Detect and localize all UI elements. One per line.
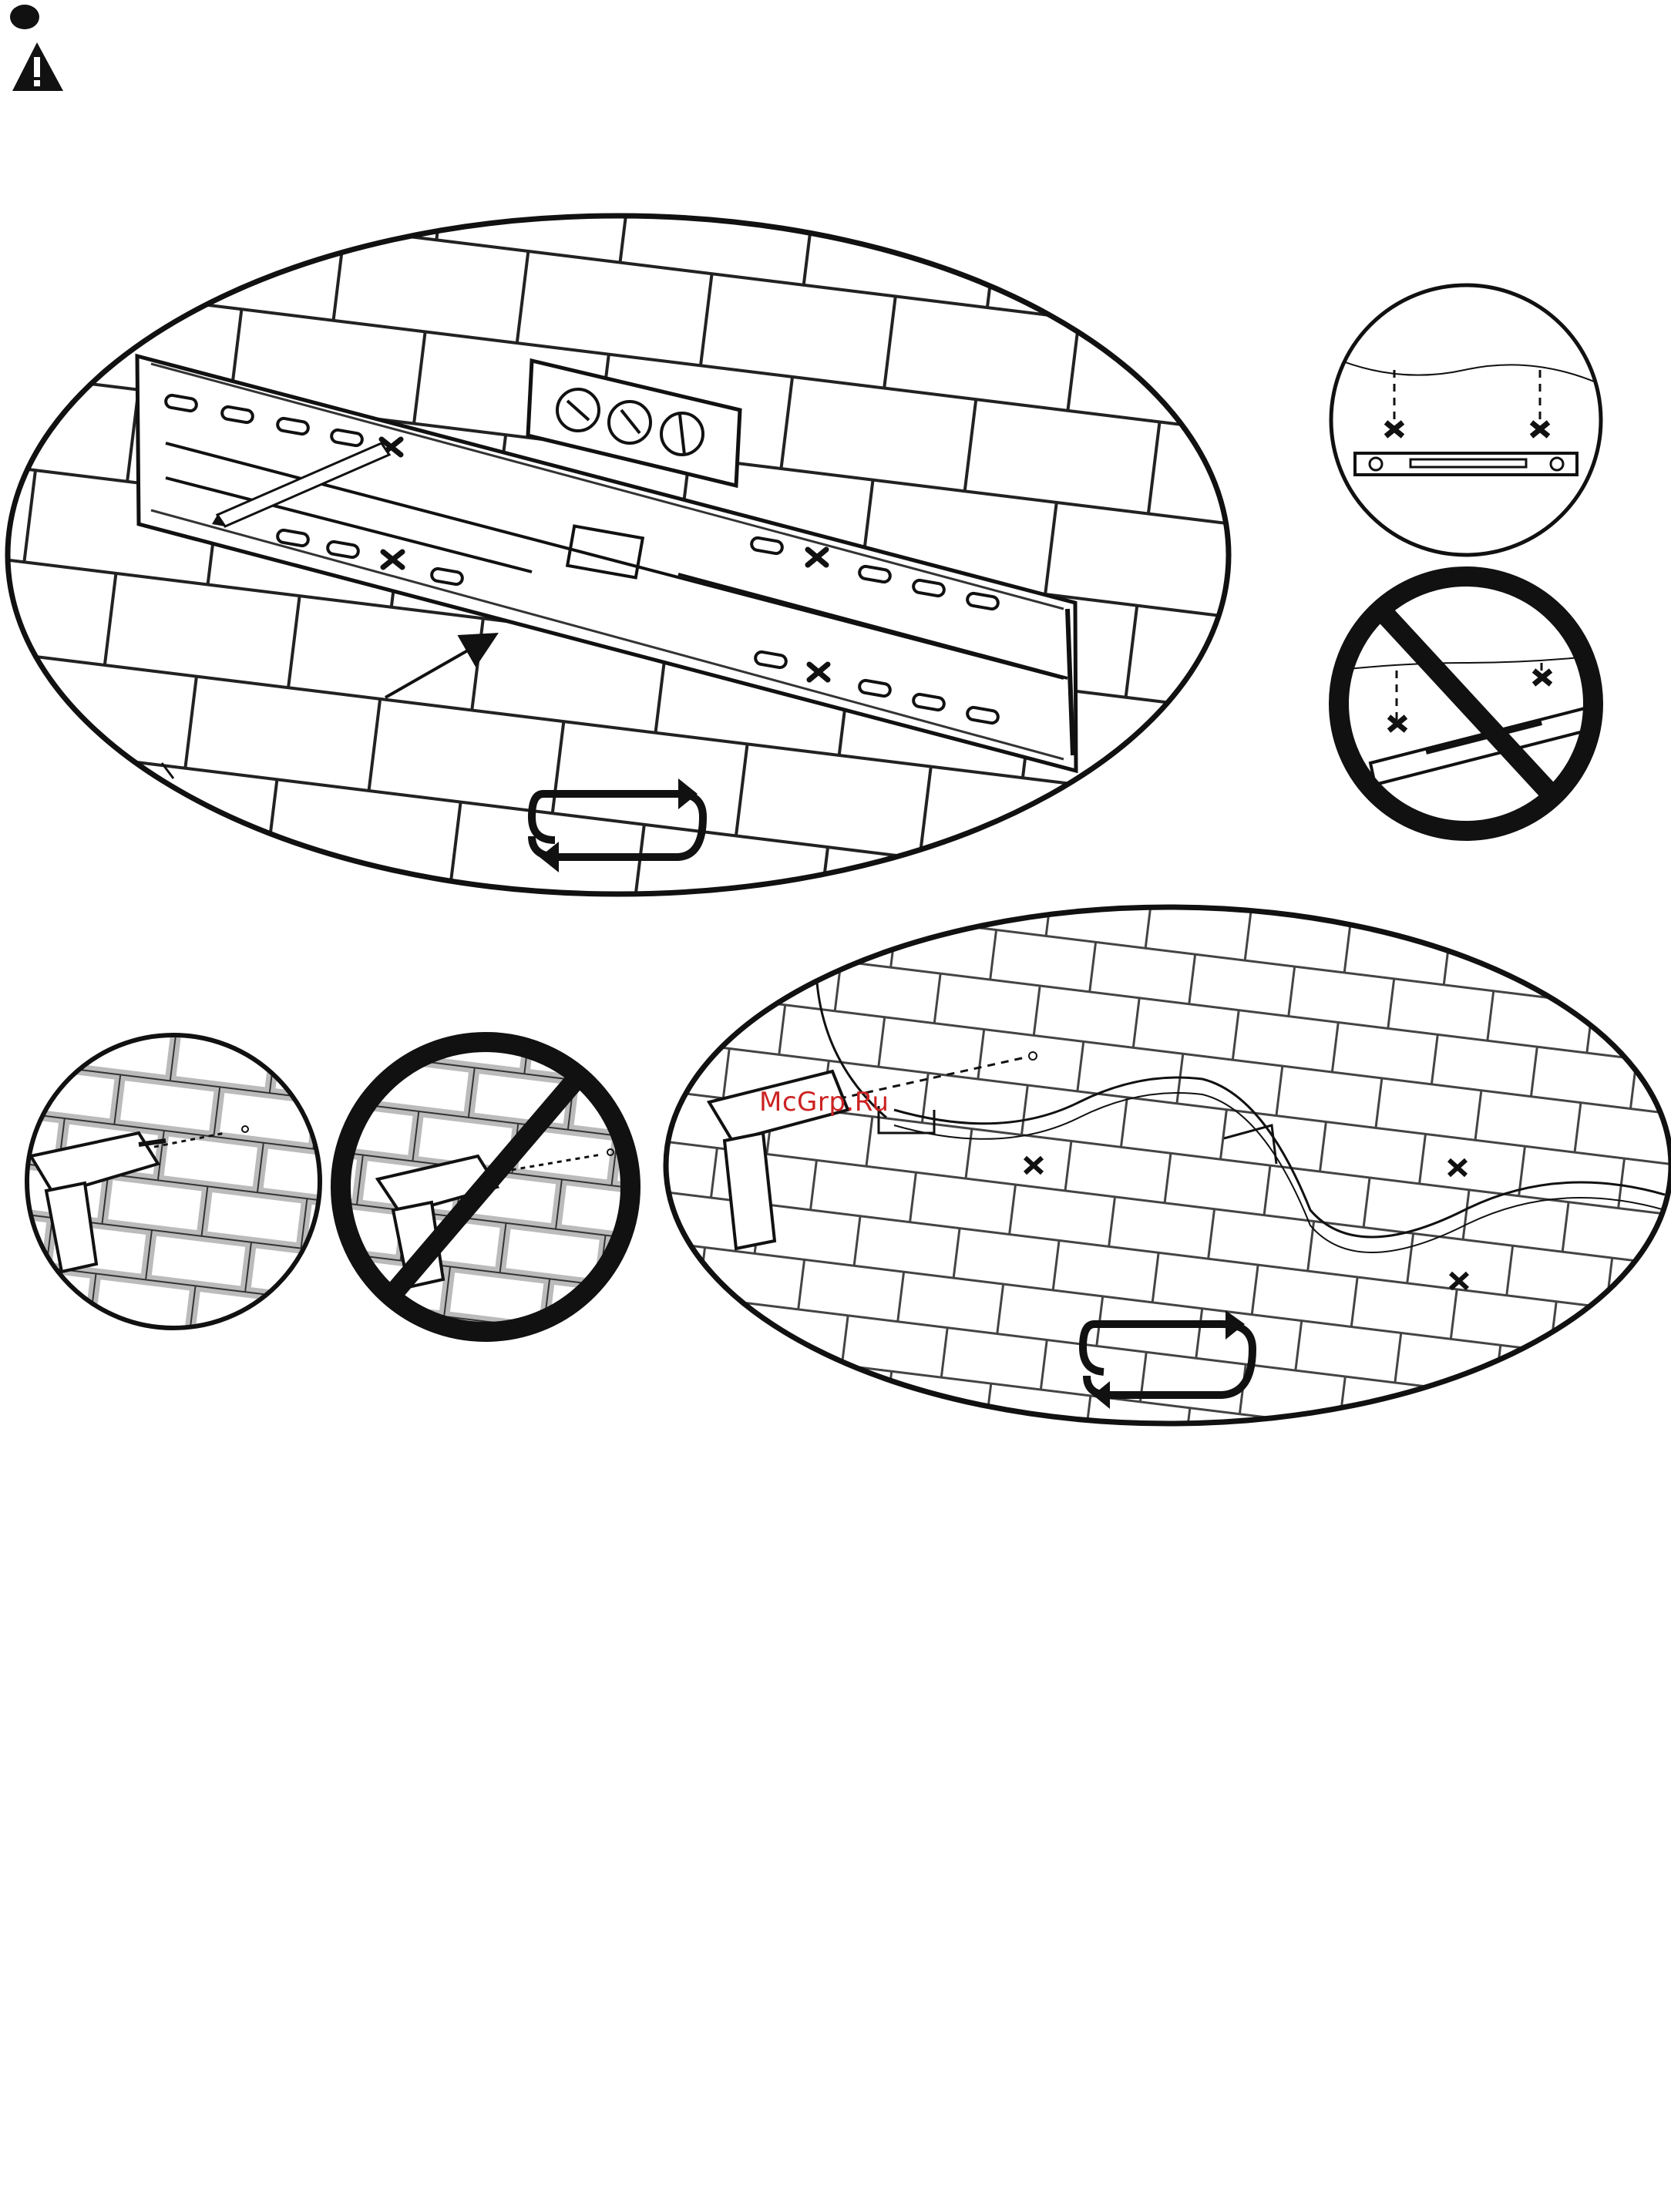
level-correct-panel — [1326, 277, 1611, 563]
level-prohibited-panel — [1333, 570, 1603, 836]
top-panel — [0, 208, 1233, 902]
watermark-text: McGrp.Ru — [759, 1087, 889, 1118]
drill-grout-prohibited-panel — [339, 1040, 632, 1333]
drill-marks-panel — [663, 906, 1671, 1430]
warning-triangle-icon — [12, 42, 63, 91]
drill-tile-panel — [23, 1033, 331, 1341]
